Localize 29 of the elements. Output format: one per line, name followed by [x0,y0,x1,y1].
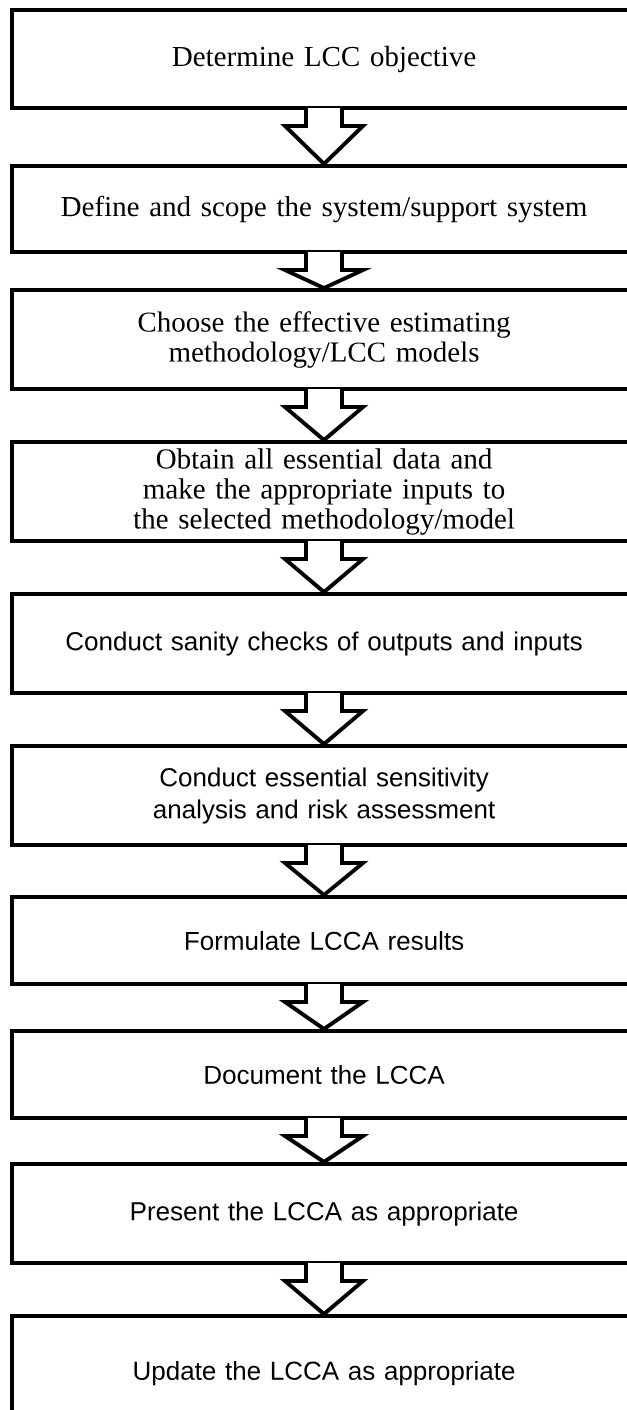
step-text: Choose the effective estimating methodology/LCC models [138,311,511,368]
process-box [10,440,627,543]
step-text: Document the LCCA [205,1064,445,1085]
process-box [10,1162,627,1265]
step-text: Conduct essential sensitivity analysis and risk assessment [153,767,495,824]
block-arrow [278,1116,370,1165]
block-arrow [279,843,369,898]
block-arrow [275,250,373,291]
step-text: Define and scope the system/support system [61,195,587,223]
process-box [10,895,627,986]
step-text: Update the LCCA as appropriate [134,1360,515,1386]
step-text: Formulate LCCA results [186,930,464,951]
block-arrow [280,106,368,167]
block-arrow [279,1261,369,1317]
step-text: Obtain all essential data and make the appropriate inputs to the selected methodology/model [133,448,515,535]
process-box [10,288,627,391]
block-arrow [279,691,369,747]
step-text: Conduct sanity checks of outputs and inputs [66,631,582,656]
process-box [10,164,627,254]
step-text: Determine LCC objective [172,45,476,73]
block-arrow [278,982,370,1032]
block-arrow [279,387,369,443]
block-arrow [279,539,369,595]
step-text: Present the LCCA as appropriate [131,1201,518,1226]
process-box [10,744,627,847]
process-box [10,592,627,695]
process-box [10,1029,627,1120]
process-box [10,1314,627,1410]
process-box [10,8,627,110]
